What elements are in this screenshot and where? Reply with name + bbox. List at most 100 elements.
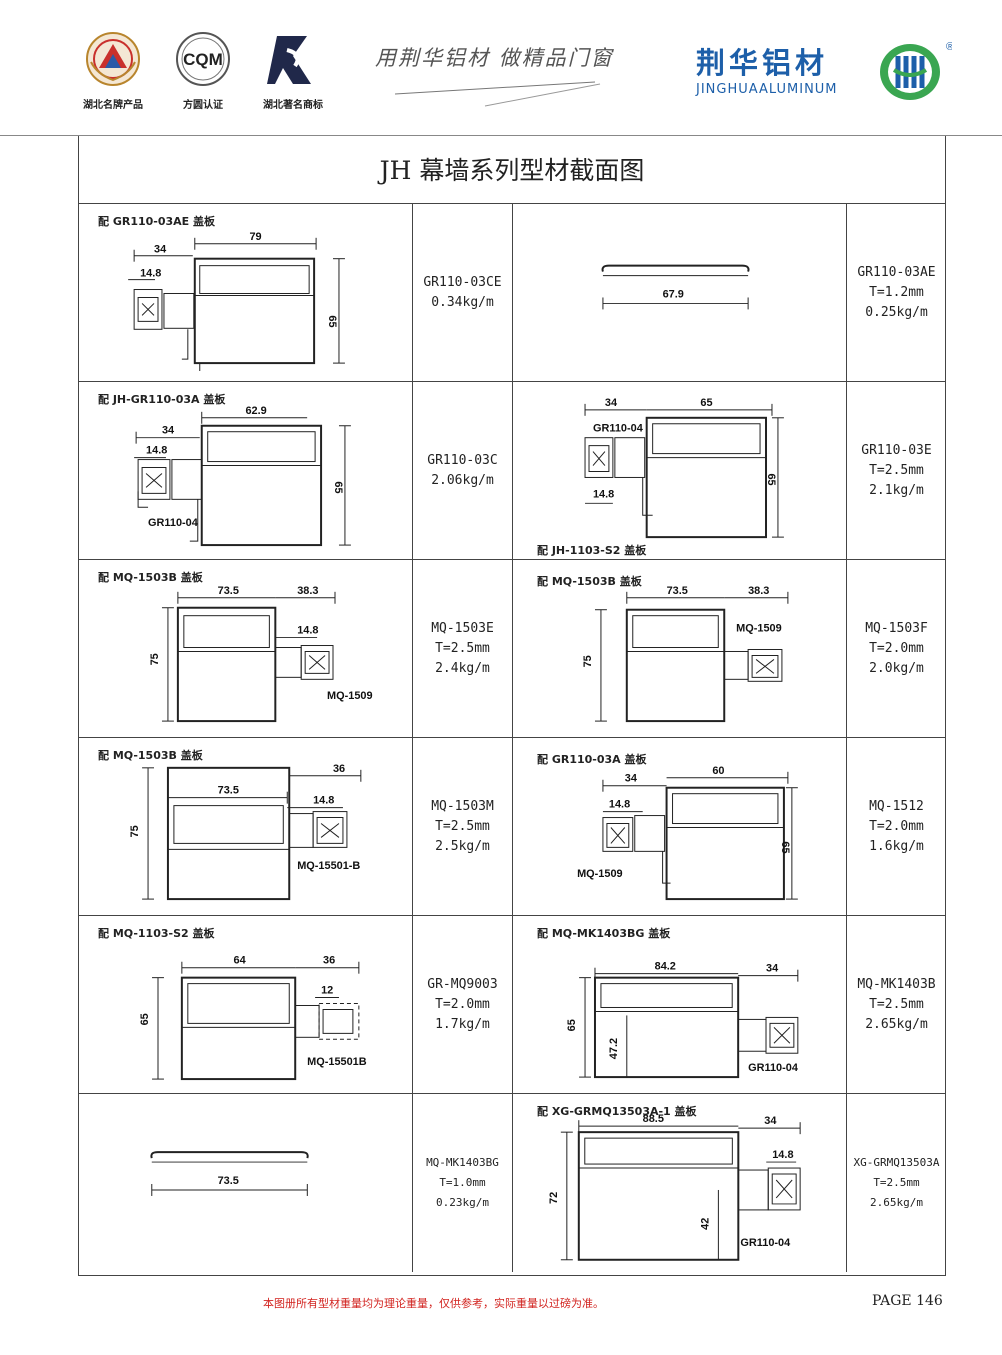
- spec-cell: GR110-03AE T=1.2mm 0.25kg/m: [847, 204, 946, 381]
- profile-code: MQ-MK1403BG: [426, 1156, 499, 1169]
- profile-weight: 2.5kg/m: [435, 838, 490, 854]
- dim-label: 75: [149, 653, 161, 665]
- profile-code: GR110-03E: [861, 442, 932, 458]
- dim-label: 73.5: [218, 1175, 239, 1187]
- dim-label: 75: [129, 825, 141, 837]
- spec-block: MQ-MK1403B T=2.5mm 2.65kg/m: [847, 975, 946, 1035]
- profile-row: 配 JH-GR110-03A 盖板 62.9 34: [78, 382, 946, 560]
- drawing-cell: 配 MQ-MK1403BG 盖板 84.2 34 65 47.2: [513, 916, 847, 1093]
- profile-code: MQ-MK1403B: [857, 976, 936, 992]
- profile-row: 73.5 MQ-MK1403BG T=1.0mm 0.23kg/m 配 XG-G…: [78, 1094, 946, 1272]
- profile-thickness: T=1.0mm: [439, 1176, 486, 1189]
- dim-label: 38.3: [297, 585, 318, 597]
- brand-cn: 荆华铝材: [696, 46, 829, 80]
- brand-name: 荆华铝材 JINGHUAALUMINUM: [696, 40, 838, 97]
- slogan: 用荆华铝材 做精品门窗: [375, 46, 614, 70]
- drawing-cell: 67.9: [513, 204, 847, 381]
- section-drawing: 67.9: [601, 264, 750, 310]
- spec-block: MQ-1512 T=2.0mm 1.6kg/m: [847, 797, 946, 857]
- cqm-mark: CQM: [183, 50, 223, 69]
- profile-code: MQ-1503F: [865, 620, 928, 636]
- cover-note: 配 XG-GRMQ13503A-1 盖板: [537, 1105, 697, 1118]
- dim-label: 36: [323, 955, 335, 967]
- cover-note: 配 MQ-1503B 盖板: [537, 575, 642, 588]
- spec-cell: GR110-03C 2.06kg/m: [413, 382, 513, 559]
- dim-label: 14.8: [297, 625, 318, 637]
- dim-label: 38.3: [748, 585, 769, 597]
- dim-label: 75: [582, 655, 594, 667]
- drawing-cell: 配 MQ-1503B 盖板 36 73.5 14.8 75: [78, 738, 413, 915]
- profile-weight: 1.6kg/m: [869, 838, 924, 854]
- logo-caption: 方圆认证: [183, 100, 223, 111]
- section-drawing: 64 36 12 65 MQ-15501B: [139, 955, 367, 1081]
- profile-thickness: T=2.5mm: [869, 996, 924, 1012]
- page-number: PAGE 146: [872, 1293, 943, 1309]
- dim-label: 73.5: [667, 585, 688, 597]
- spec-block: GR110-03C 2.06kg/m: [413, 451, 512, 491]
- spec-block: MQ-MK1403BG T=1.0mm 0.23kg/m: [413, 1153, 512, 1213]
- dim-label: 36: [333, 763, 345, 775]
- dim-label: 73.5: [218, 585, 239, 597]
- profile-row: 配 GR110-03AE 盖板 79 34 14.8: [78, 204, 946, 382]
- profile-weight: 0.34kg/m: [431, 294, 494, 310]
- dim-label: 64: [234, 955, 247, 967]
- dim-label: 65: [332, 481, 344, 493]
- catalog-frame: [78, 136, 946, 1276]
- drawing-cell: 配 JH-1103-S2 盖板 34 65 14.8: [513, 382, 847, 559]
- spec-cell: MQ-MK1403BG T=1.0mm 0.23kg/m: [413, 1094, 513, 1272]
- profile-weight: 2.0kg/m: [869, 660, 924, 676]
- profile-weight: 2.4kg/m: [435, 660, 490, 676]
- spec-cell: MQ-1512 T=2.0mm 1.6kg/m: [847, 738, 946, 915]
- cover-note: 配 JH-GR110-03A 盖板: [98, 393, 226, 406]
- cover-note: 配 MQ-1503B 盖板: [98, 749, 203, 762]
- dim-label: 14.8: [146, 445, 167, 457]
- dim-label: 72: [548, 1192, 560, 1204]
- spec-cell: MQ-1503F T=2.0mm 2.0kg/m: [847, 560, 946, 737]
- profile-thickness: T=2.5mm: [873, 1176, 920, 1189]
- famous-trademark-icon: [267, 36, 311, 84]
- section-drawing: 73.5 38.3 75 MQ-1509: [582, 585, 789, 723]
- section-drawing: 84.2 34 65 47.2 GR110-04: [566, 961, 799, 1079]
- drawing-cell: 配 XG-GRMQ13503A-1 盖板 88.5 34 1: [513, 1094, 847, 1272]
- brand-en: JINGHUAALUMINUM: [696, 82, 838, 97]
- profile-code: MQ-1503E: [431, 620, 494, 636]
- page-header: 湖北名牌产品 CQM 方圆认证 湖北著名商标 用荆华铝材 做精品门窗 荆华铝材 …: [0, 0, 1002, 136]
- profile-weight: 2.65kg/m: [865, 1016, 928, 1032]
- logo-caption: 湖北著名商标: [263, 100, 323, 111]
- spec-block: GR110-03E T=2.5mm 2.1kg/m: [847, 441, 946, 501]
- section-drawing: 34 60 14.8 65 MQ-1509: [577, 765, 798, 901]
- dim-label: 65: [139, 1013, 151, 1025]
- part-label: MQ-15501B: [307, 1056, 367, 1068]
- profile-thickness: T=2.0mm: [435, 996, 490, 1012]
- profile-weight: 2.1kg/m: [869, 482, 924, 498]
- dim-label: 14.8: [593, 488, 614, 500]
- profile-thickness: T=1.2mm: [869, 284, 924, 300]
- profile-code: GR110-03C: [427, 452, 498, 468]
- section-drawing: 79 34 14.8 65: [128, 231, 345, 372]
- part-label: MQ-1509: [736, 623, 782, 635]
- spec-block: MQ-1503M T=2.5mm 2.5kg/m: [413, 797, 512, 857]
- section-drawing: 36 73.5 14.8 75 MQ-15501-B: [129, 763, 362, 901]
- drawing-cell: 配 MQ-1503B 盖板 73.5 38.3 75 MQ-1509: [513, 560, 847, 737]
- cqm-certification-icon: CQM: [176, 32, 230, 86]
- dim-label: 34: [625, 773, 638, 785]
- dim-label: 34: [605, 397, 618, 409]
- dim-label: 65: [700, 397, 712, 409]
- spec-block: GR110-03AE T=1.2mm 0.25kg/m: [847, 263, 946, 323]
- provincial-brand-seal-icon: [86, 32, 140, 86]
- spec-block: MQ-1503F T=2.0mm 2.0kg/m: [847, 619, 946, 679]
- section-drawing: 62.9 34 14.8 65 GR110-04: [134, 405, 351, 547]
- profile-grid: 配 GR110-03AE 盖板 79 34 14.8: [78, 204, 946, 1272]
- logo-caption: 湖北名牌产品: [83, 100, 143, 111]
- spec-block: XG-GRMQ13503A T=2.5mm 2.65kg/m: [847, 1153, 946, 1213]
- section-drawing: 88.5 34 14.8 72 42 GR110-04: [548, 1113, 801, 1261]
- part-label: MQ-1509: [577, 868, 623, 880]
- profile-thickness: T=2.5mm: [869, 462, 924, 478]
- dim-label: 67.9: [663, 288, 684, 300]
- profile-thickness: T=2.0mm: [869, 640, 924, 656]
- part-label: GR110-04: [740, 1237, 791, 1249]
- section-drawing: 73.5: [150, 1151, 309, 1196]
- section-drawing: 34 65 14.8 65 GR110-04: [584, 397, 784, 539]
- drawing-cell: 配 MQ-1503B 盖板 73.5 38.3 14.8 75: [78, 560, 413, 737]
- dim-label: 34: [766, 963, 779, 975]
